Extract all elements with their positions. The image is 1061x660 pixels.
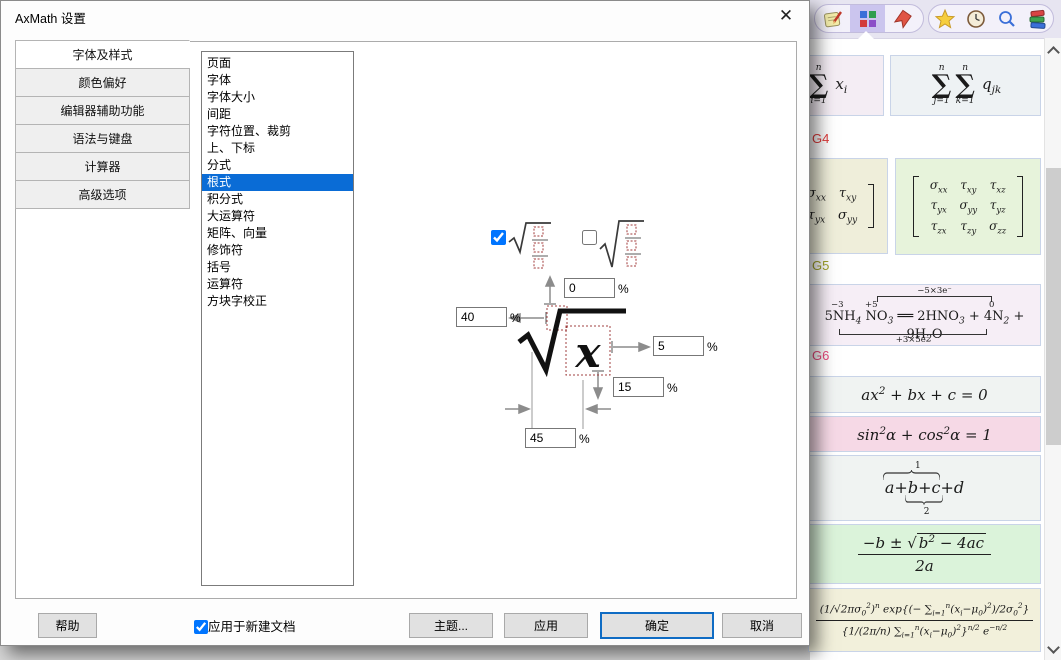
group-label-g6: G6 [812,348,830,363]
list-item[interactable]: 修饰符 [207,243,244,257]
toolbar-group-tools [928,4,1054,33]
search-icon[interactable] [991,5,1022,32]
toolbar-group-views [814,4,924,33]
formula-card-quadratic-formula[interactable]: −b ± √b2 − 4ac 2a [808,524,1041,584]
formula-card-statistics[interactable]: (1/√2πσ02)n exp{(− ∑i=1n(xi−μ0)2)/2σ02} … [808,588,1041,652]
scroll-up-icon[interactable] [1047,46,1060,59]
selected-tab-notch [858,31,874,39]
percent-label: % [707,340,718,354]
apply-button[interactable]: 应用 [504,613,588,638]
tab-editor-assist[interactable]: 编辑器辅助功能 [15,96,190,125]
tab-advanced-options[interactable]: 高级选项 [15,180,190,209]
panel-scrollbar[interactable] [1044,38,1061,660]
top-offset-input[interactable] [564,278,615,298]
bookmark-icon[interactable] [885,5,920,32]
list-item[interactable]: 字体大小 [207,90,256,104]
oxidation-number: +5 [865,300,878,310]
formula-card-braces[interactable]: 1 a+b+c+d 2 [808,455,1041,521]
list-item[interactable]: 大运算符 [207,209,256,223]
history-clock-icon[interactable] [960,5,991,32]
right-bracket [868,184,875,228]
square-root: √b2 − 4ac [907,533,987,552]
right-offset-input[interactable] [653,336,704,356]
sigma-symbol: ∑ [931,69,952,100]
sigma-symbol: ∑ [808,69,829,100]
radical-width-input[interactable] [525,428,576,448]
tab-syntax-keyboard[interactable]: 语法与键盘 [15,124,190,153]
list-item[interactable]: 字体 [207,73,232,87]
oxidation-number: −3 [831,300,844,310]
formula-library-panel: n ∑ i=1 xi n ∑ j=1 n ∑ k=1 qjk G4 [770,0,1061,660]
left-offset-input[interactable] [456,307,507,327]
category-tabs: 字体及样式 颜色偏好 编辑器辅助功能 语法与键盘 计算器 高级选项 [15,40,190,209]
list-item[interactable]: 矩阵、向量 [207,226,268,240]
list-item[interactable]: 间距 [207,107,232,121]
list-item[interactable]: 括号 [207,260,232,274]
scrollbar-thumb[interactable] [1046,168,1061,445]
overbrace [883,469,941,480]
list-item[interactable]: 上、下标 [207,141,256,155]
bottom-bracket [839,329,987,335]
library-toolbar [810,0,1061,39]
big-operator: n ∑ i=1 [808,62,829,107]
radical-tall-icon [599,220,644,268]
tab-fonts-styles[interactable]: 字体及样式 [15,40,190,69]
list-item-selected[interactable]: 根式 [202,174,353,191]
list-item[interactable]: 方块字校正 [207,294,268,308]
ok-button[interactable]: 确定 [600,612,714,639]
braced-expression: 1 a+b+c+d 2 [883,460,965,517]
left-bracket [912,175,919,238]
radical-style-tall-checkbox[interactable] [582,230,597,245]
symbol-grid-icon[interactable] [850,5,885,32]
electron-transfer-bottom: +3×5e⁻ [895,335,931,345]
percent-label: % [579,432,590,446]
help-button[interactable]: 帮助 [38,613,97,638]
percent-label: % [618,282,629,296]
top-bracket [877,296,992,302]
formula-card-quadratic-eq[interactable]: ax2 + bx + c = 0 [808,376,1041,413]
underbrace [905,494,944,505]
list-item[interactable]: 积分式 [207,192,244,206]
sigma-symbol: ∑ [955,69,975,100]
oxidation-number: 0 [989,300,995,310]
formula-card-trig-identity[interactable]: sin2α + cos2α = 1 [808,416,1041,452]
memo-icon[interactable] [815,5,850,32]
list-item[interactable]: 分式 [207,158,232,172]
dialog-title: AxMath 设置 [15,12,86,26]
scroll-down-icon[interactable] [1047,641,1060,654]
close-icon[interactable]: ✕ [778,6,794,25]
style-category-list: 页面 字体 字体大小 间距 字符位置、裁剪 上、下标 分式 根式 积分式 大运算… [201,51,354,586]
list-item[interactable]: 字符位置、裁剪 [207,124,292,138]
tab-calculator[interactable]: 计算器 [15,152,190,181]
radical-style-short-checkbox[interactable] [491,230,506,245]
bottom-offset-input[interactable] [613,377,664,397]
percent-label: % [667,381,678,395]
formula-card-chemistry[interactable]: −5×3e⁻ −3 +5 0 5NH4 NO3 ══ 2HNO3 + 4N2 +… [808,284,1041,346]
settings-dialog: AxMath 设置 ✕ 字体及样式 颜色偏好 编辑器辅助功能 语法与键盘 计算器… [0,0,810,646]
favorites-star-icon[interactable] [929,5,960,32]
percent-label: % [510,311,521,325]
group-label-g5: G5 [812,258,830,273]
tab-color-preferences[interactable]: 颜色偏好 [15,68,190,97]
big-operator: n ∑ j=1 [931,62,952,107]
electron-transfer-top: −5×3e⁻ [917,286,952,296]
list-item[interactable]: 运算符 [207,277,244,291]
right-bracket [1017,175,1024,238]
cancel-button[interactable]: 取消 [722,613,802,638]
group-label-g4: G4 [812,131,830,146]
apply-to-new-doc-label: 应用于新建文档 [208,620,296,634]
list-item[interactable]: 页面 [207,56,232,70]
formula-card-double-sum[interactable]: n ∑ j=1 n ∑ k=1 qjk [890,55,1041,116]
radical-short-icon [508,222,551,269]
apply-to-new-doc-checkbox[interactable] [194,620,208,634]
library-books-icon[interactable] [1022,5,1053,32]
big-operator: n ∑ k=1 [955,62,975,107]
theme-button[interactable]: 主题... [409,613,493,638]
